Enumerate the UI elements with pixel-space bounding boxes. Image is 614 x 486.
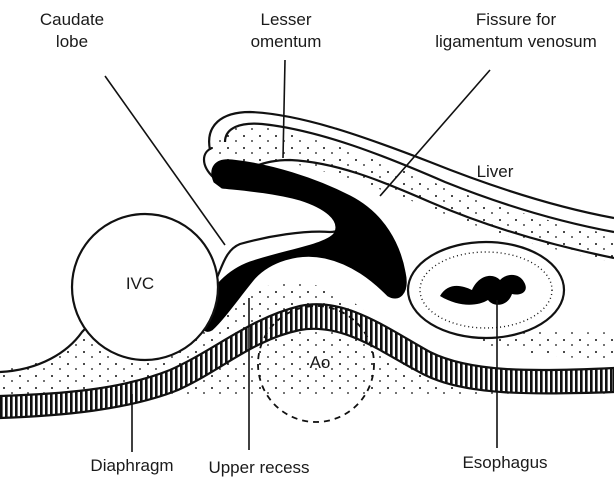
label-diaphragm: Diaphragm [72, 455, 192, 477]
label-fissure-ligamentum-venosum: Fissure for ligamentum venosum [418, 9, 614, 53]
label-ao: Ao [295, 352, 345, 374]
label-ivc: IVC [110, 273, 170, 295]
label-caudate-lobe: Caudate lobe [18, 9, 126, 53]
label-upper-recess: Upper recess [196, 457, 322, 479]
label-lesser-omentum: Lesser omentum [226, 9, 346, 53]
label-liver: Liver [465, 161, 525, 183]
esophagus [408, 242, 564, 338]
label-esophagus: Esophagus [450, 452, 560, 474]
